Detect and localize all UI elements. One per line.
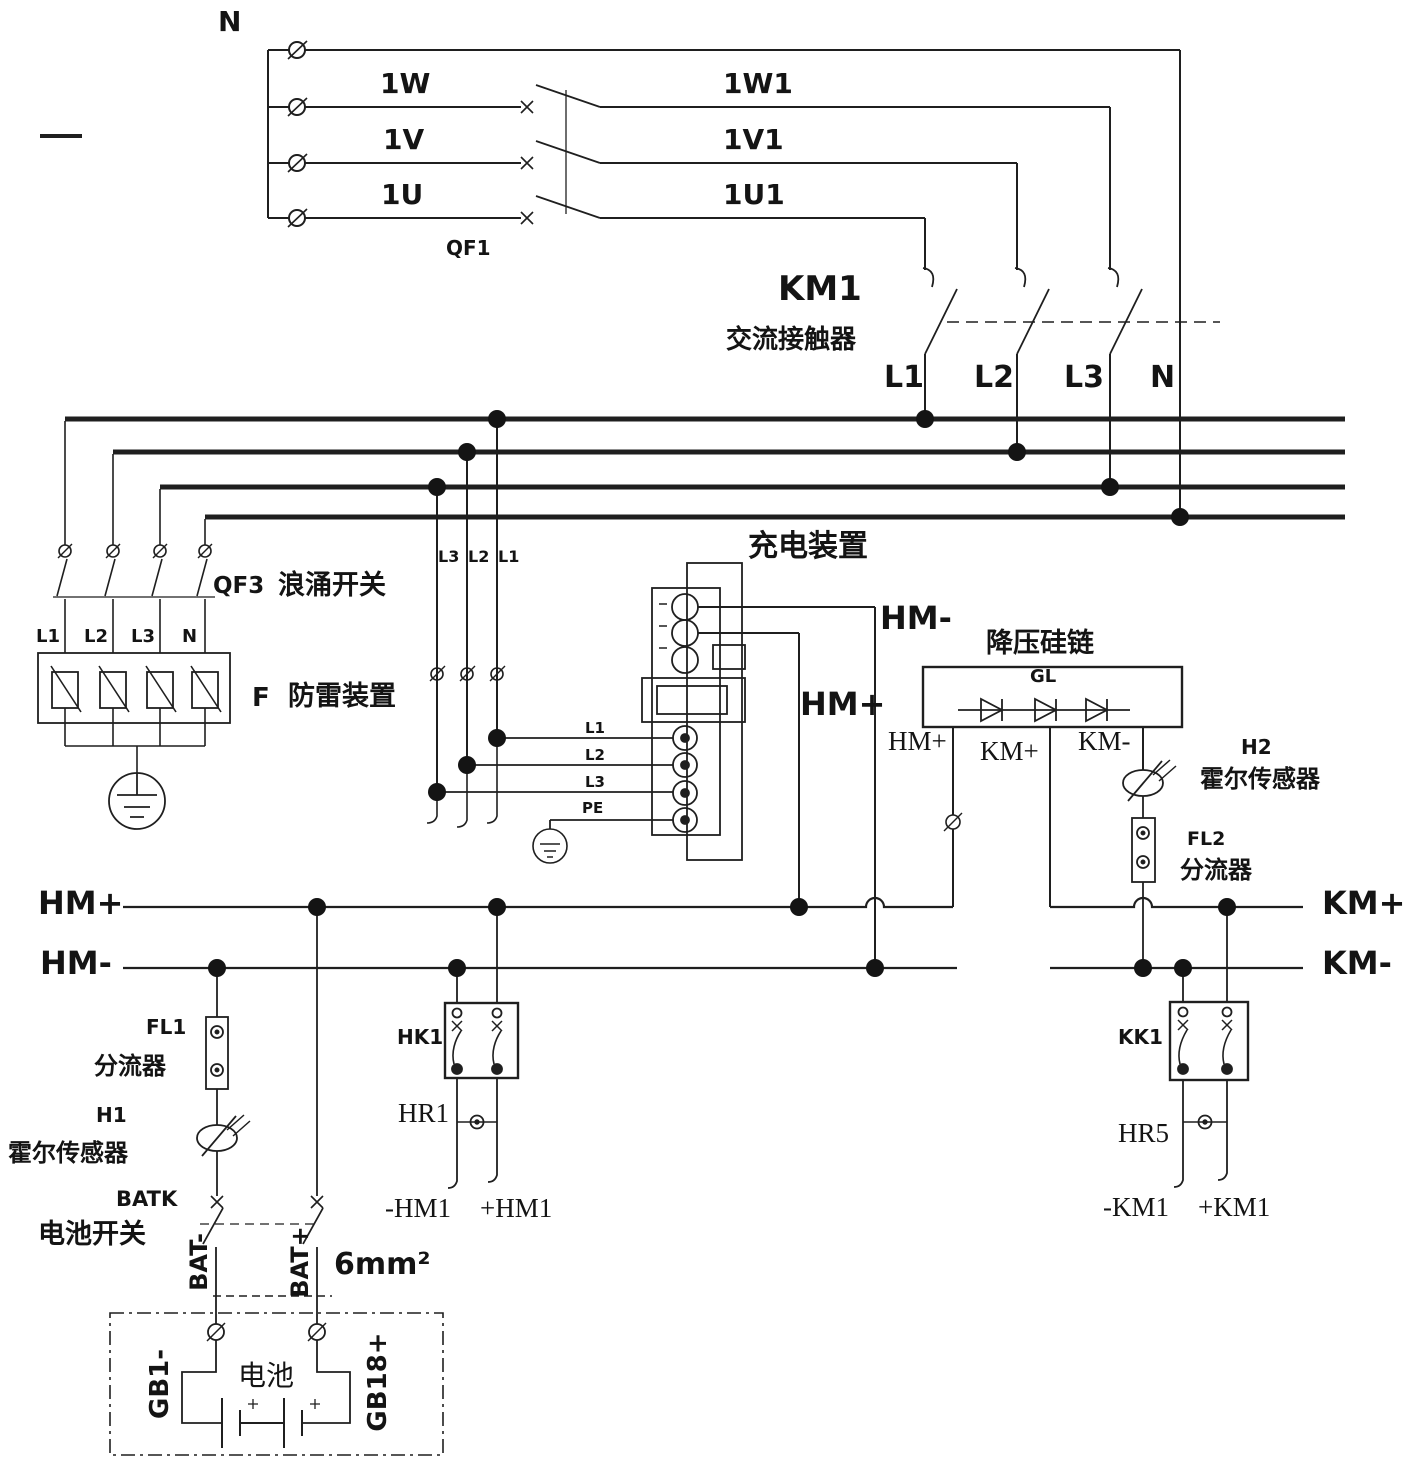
label-qf3: QF3 — [213, 573, 265, 599]
label-f-l1: L1 — [36, 626, 60, 647]
shunt-1 — [205, 968, 229, 1125]
label-chain-hm-pos: HM+ — [888, 726, 947, 756]
label-gl: GL — [1030, 666, 1057, 687]
label-1w: 1W — [380, 67, 431, 100]
label-bat-neg: BAT- — [185, 1233, 213, 1291]
label-chain-km-pos: KM+ — [980, 736, 1039, 766]
charger-device — [641, 562, 746, 861]
label-charger-hm-neg: HM- — [880, 599, 952, 637]
label-fl1: FL1 — [146, 1015, 187, 1039]
label-n-incoming: N — [218, 5, 242, 38]
label-1u1: 1U1 — [723, 178, 785, 211]
battery-box — [109, 1295, 444, 1456]
label-hr5: HR5 — [1118, 1118, 1170, 1148]
label-km1-neg: -KM1 — [1103, 1192, 1169, 1222]
label-qf1: QF1 — [446, 236, 491, 260]
label-bus-hm-pos: HM+ — [38, 884, 124, 922]
power-bus-bars — [65, 416, 1345, 520]
label-charger-l3: L3 — [585, 773, 605, 791]
label-km1-l2: L2 — [974, 360, 1014, 395]
label-1u: 1U — [381, 178, 424, 211]
label-bus-km-neg: KM- — [1322, 944, 1392, 982]
label-km1-name: 交流接触器 — [726, 325, 857, 355]
label-kk1: KK1 — [1118, 1025, 1163, 1049]
label-batk: BATK — [116, 1187, 178, 1211]
arrester-f — [37, 652, 231, 773]
incoming-feeder-lines — [40, 40, 1180, 228]
label-charger-pe: PE — [582, 799, 604, 817]
hall-sensor-1 — [196, 1114, 251, 1196]
label-drop-l3: L3 — [438, 547, 460, 566]
label-f-l3: L3 — [131, 626, 155, 647]
label-gb1-neg: GB1- — [145, 1348, 175, 1420]
label-drop-l2: L2 — [468, 547, 490, 566]
label-charger: 充电装置 — [748, 529, 868, 564]
hall-sensor-2 — [1122, 759, 1177, 818]
ground-symbol-1 — [108, 772, 166, 830]
label-f-n: N — [182, 626, 198, 647]
label-h1: H1 — [96, 1103, 127, 1127]
label-silicon-chain: 降压硅链 — [986, 628, 1094, 659]
hk1-breaker — [443, 907, 520, 1189]
silicon-chain — [921, 665, 1184, 907]
shunt-2 — [1131, 817, 1156, 968]
label-hm1-neg: -HM1 — [385, 1193, 451, 1223]
junction-dots — [208, 410, 1236, 977]
label-wire-spec: 6mm² — [334, 1247, 431, 1282]
label-bus-km-pos: KM+ — [1322, 884, 1403, 922]
label-drop-l1: L1 — [498, 547, 520, 566]
label-charger-hm-pos: HM+ — [800, 685, 886, 723]
charger-feed-drops — [426, 421, 673, 829]
label-charger-l1: L1 — [585, 719, 605, 737]
label-gb18-pos: GB18+ — [363, 1332, 393, 1432]
label-f-l2: L2 — [84, 626, 108, 647]
label-fl1-name: 分流器 — [94, 1052, 166, 1080]
label-1v: 1V — [383, 123, 425, 156]
qf3-surge-switch — [53, 421, 215, 653]
label-bus-hm-neg: HM- — [40, 944, 112, 982]
label-batk-name: 电池开关 — [38, 1219, 146, 1250]
label-km1: KM1 — [778, 269, 862, 309]
kk1-breaker — [1168, 907, 1250, 1188]
label-km1-l1: L1 — [884, 360, 924, 395]
label-km1-l3: L3 — [1064, 360, 1104, 395]
label-1v1: 1V1 — [723, 123, 784, 156]
label-charger-l2: L2 — [585, 746, 605, 764]
label-hr1: HR1 — [398, 1098, 450, 1128]
label-bat-pos: BAT+ — [286, 1226, 314, 1298]
label-h1-name: 霍尔传感器 — [8, 1139, 128, 1167]
label-km1-pos: +KM1 — [1198, 1192, 1271, 1222]
label-battery: 电池 — [238, 1359, 295, 1392]
label-h2-name: 霍尔传感器 — [1200, 765, 1320, 793]
label-km1-n: N — [1150, 360, 1176, 395]
label-chain-km-neg: KM- — [1078, 726, 1131, 756]
label-1w1: 1W1 — [723, 67, 793, 100]
label-hk1: HK1 — [397, 1025, 444, 1049]
label-f: F — [252, 683, 270, 713]
label-qf3-name: 浪涌开关 — [278, 570, 386, 601]
dc-bus-lines — [123, 896, 1303, 970]
ground-symbol-2 — [532, 828, 568, 864]
label-h2: H2 — [1241, 735, 1272, 759]
feeder-continuations — [600, 50, 1181, 517]
label-fl2-name: 分流器 — [1180, 856, 1252, 884]
km1-contactor — [922, 267, 1220, 487]
label-fl2: FL2 — [1187, 828, 1226, 850]
qf1-breaker — [520, 84, 601, 225]
label-hm1-pos: +HM1 — [480, 1193, 553, 1223]
label-f-name: 防雷装置 — [288, 681, 396, 712]
charger-output-wires — [698, 606, 876, 968]
batk-switch — [200, 907, 324, 1324]
